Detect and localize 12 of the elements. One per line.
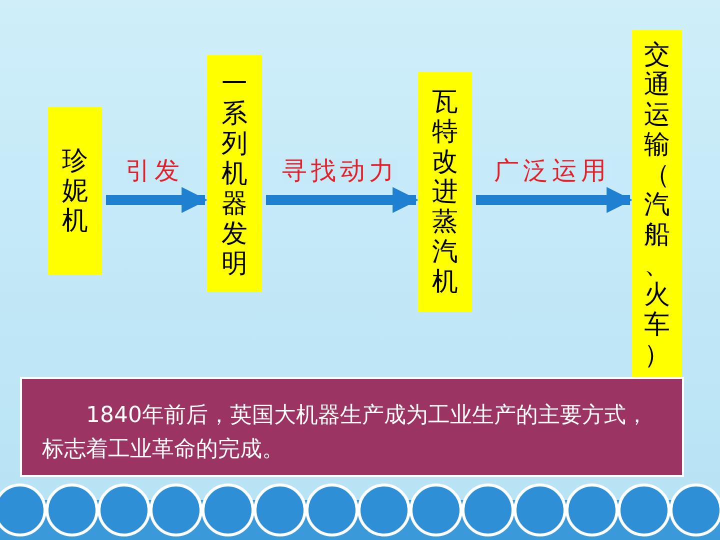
- arrow: [266, 187, 419, 213]
- arrow: [476, 187, 633, 213]
- box-text: 一系列机器发明: [220, 68, 248, 278]
- process-box: [632, 30, 682, 380]
- process-box: [418, 72, 472, 312]
- box-text: 珍妮机: [61, 146, 89, 236]
- process-box: [48, 107, 102, 275]
- box-text: 交通运输（汽船、火车）: [643, 40, 671, 370]
- note-box: 1840年前后，英国大机器生产成为工业生产的主要方式，标志着工业革命的完成。: [20, 377, 684, 477]
- arrow: [106, 187, 208, 213]
- box-text: 瓦特改进蒸汽机: [431, 87, 459, 297]
- process-box: [207, 55, 262, 292]
